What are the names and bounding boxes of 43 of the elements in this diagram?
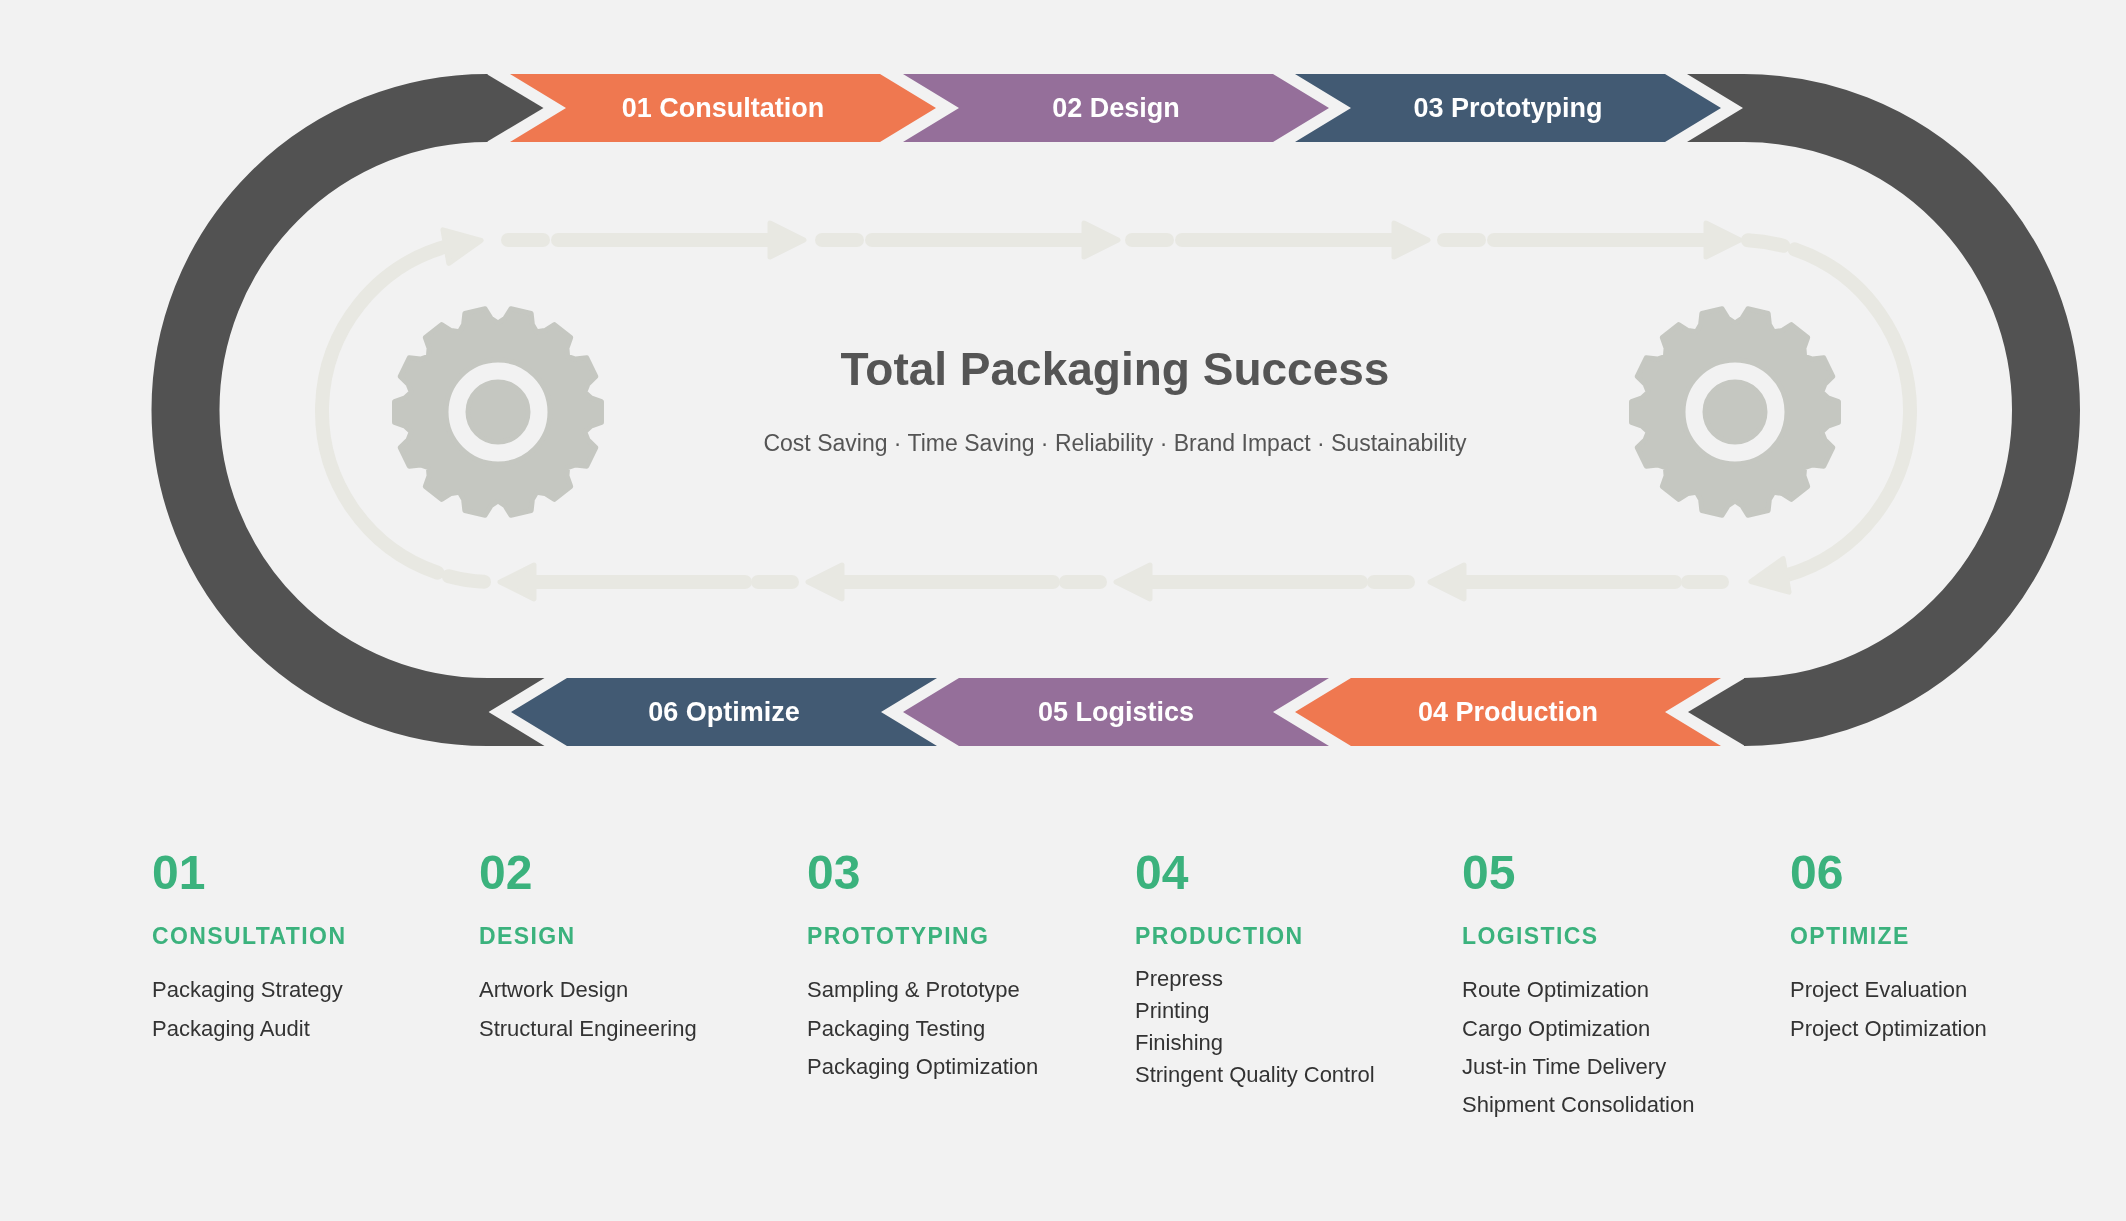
service-item: Project Evaluation — [1790, 975, 1968, 1003]
service-item: Sampling & Prototype — [807, 975, 1020, 1003]
step-banner — [1295, 678, 1721, 746]
service-item: Printing — [1135, 996, 1210, 1024]
service-item: Packaging Optimization — [807, 1052, 1039, 1080]
service-item: Artwork Design — [479, 975, 629, 1003]
step-label: 05 Logistics — [1037, 696, 1195, 728]
step-number: 03 — [807, 845, 861, 901]
step-heading: OPTIMIZE — [1790, 922, 1910, 950]
step-heading: PROTOTYPING — [807, 922, 990, 950]
service-item: Packaging Testing — [807, 1014, 986, 1042]
service-item: Packaging Audit — [152, 1014, 310, 1042]
service-item: Prepress — [1135, 964, 1224, 992]
step-heading: PRODUCTION — [1135, 922, 1304, 950]
step-heading: DESIGN — [479, 922, 576, 950]
step-number: 02 — [479, 845, 533, 901]
service-item: Project Optimization — [1790, 1014, 1987, 1042]
service-item: Cargo Optimization — [1462, 1014, 1651, 1042]
service-item: Shipment Consolidation — [1462, 1090, 1695, 1118]
step-number: 01 — [152, 845, 206, 901]
step-label: 02 Design — [1052, 92, 1180, 124]
service-item: Route Optimization — [1462, 975, 1650, 1003]
service-item: Packaging Strategy — [152, 975, 343, 1003]
service-item: Finishing — [1135, 1028, 1224, 1056]
step-banner — [903, 678, 1329, 746]
step-label: 03 Prototyping — [1413, 92, 1603, 124]
step-label: 01 Consultation — [621, 92, 825, 124]
step-heading: CONSULTATION — [152, 922, 347, 950]
step-banner — [1295, 74, 1721, 142]
service-item: Just-in Time Delivery — [1462, 1052, 1667, 1080]
step-heading: LOGISTICS — [1462, 922, 1599, 950]
step-number: 05 — [1462, 845, 1516, 901]
subtitle: Cost Saving · Time Saving · Reliability · Brand Impact · Sustainability — [763, 429, 1467, 457]
service-item: Stringent Quality Control — [1135, 1060, 1375, 1088]
step-label: 04 Production — [1418, 696, 1598, 728]
step-number: 06 — [1790, 845, 1844, 901]
diagram-title: Total Packaging Success — [840, 342, 1390, 396]
step-number: 04 — [1135, 845, 1189, 901]
step-label: 06 Optimize — [648, 696, 800, 728]
step-banner — [511, 678, 937, 746]
step-banner — [510, 74, 936, 142]
step-banner — [903, 74, 1329, 142]
service-item: Structural Engineering — [479, 1014, 697, 1042]
